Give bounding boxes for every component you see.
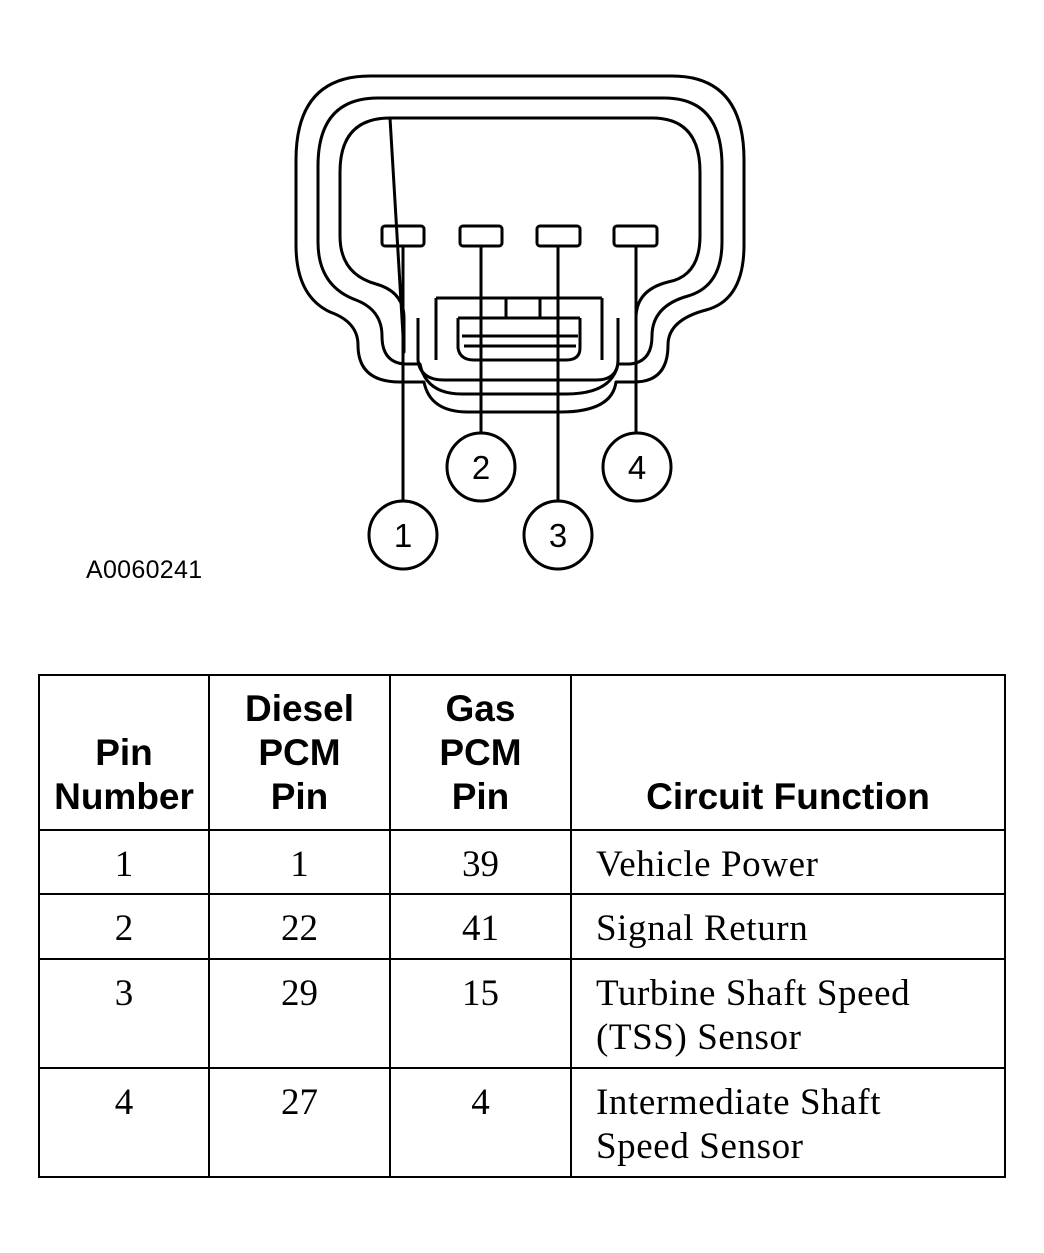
figure-id: A0060241 [86, 556, 203, 584]
cell-diesel-pin: 29 [208, 958, 391, 1069]
cell-diesel-pin: 27 [208, 1067, 391, 1178]
table-row: 1 1 39 Vehicle Power [38, 829, 1006, 895]
table-row: 2 22 41 Signal Return [38, 893, 1006, 960]
connector-diagram: 1 2 3 4 [294, 74, 746, 571]
callout-circle-1 [367, 499, 439, 571]
callout-circle-3 [522, 499, 594, 571]
cell-circuit-function: Signal Return [570, 893, 1006, 960]
cell-pin: 3 [38, 958, 210, 1069]
callout-label-1: 1 [394, 517, 412, 554]
terminal-1 [380, 224, 426, 248]
callout-circle-4 [601, 431, 673, 503]
header-gas-pcm-pin: Gas PCM Pin [389, 674, 572, 831]
cell-gas-pin: 39 [389, 829, 572, 895]
cell-circuit-function: Turbine Shaft Speed (TSS) Sensor [570, 958, 1006, 1069]
header-pin-number: Pin Number [38, 674, 210, 831]
pin-table: Pin Number Diesel PCM Pin Gas PCM Pin Ci… [38, 674, 1006, 1178]
cell-gas-pin: 4 [389, 1067, 572, 1178]
cell-gas-pin: 41 [389, 893, 572, 960]
cell-diesel-pin: 1 [208, 829, 391, 895]
cell-gas-pin: 15 [389, 958, 572, 1069]
header-circuit-function: Circuit Function [570, 674, 1006, 831]
connector-housing-inner-2 [338, 116, 702, 354]
cell-circuit-function: Vehicle Power [570, 829, 1006, 895]
callout-label-2: 2 [472, 449, 490, 486]
connector-housing-outer [294, 74, 746, 414]
cell-pin: 1 [38, 829, 210, 895]
table-row: 3 29 15 Turbine Shaft Speed (TSS) Sensor [38, 958, 1006, 1069]
cell-pin: 2 [38, 893, 210, 960]
header-diesel-pcm-pin: Diesel PCM Pin [208, 674, 391, 831]
connector-latch-ribs [456, 318, 582, 362]
table-header-row: Pin Number Diesel PCM Pin Gas PCM Pin Ci… [38, 674, 1006, 831]
callout-label-3: 3 [549, 517, 567, 554]
cell-diesel-pin: 22 [208, 893, 391, 960]
terminal-4 [612, 224, 659, 248]
connector-latch [416, 298, 620, 382]
connector-key [436, 296, 602, 320]
callout-circle-2 [445, 431, 517, 503]
connector-housing-inner-1 [316, 96, 724, 396]
terminal-3 [535, 224, 582, 248]
cell-pin: 4 [38, 1067, 210, 1178]
callout-label-4: 4 [628, 449, 646, 486]
table-row: 4 27 4 Intermediate Shaft Speed Sensor [38, 1067, 1006, 1178]
terminal-2 [458, 224, 504, 248]
cell-circuit-function: Intermediate Shaft Speed Sensor [570, 1067, 1006, 1178]
